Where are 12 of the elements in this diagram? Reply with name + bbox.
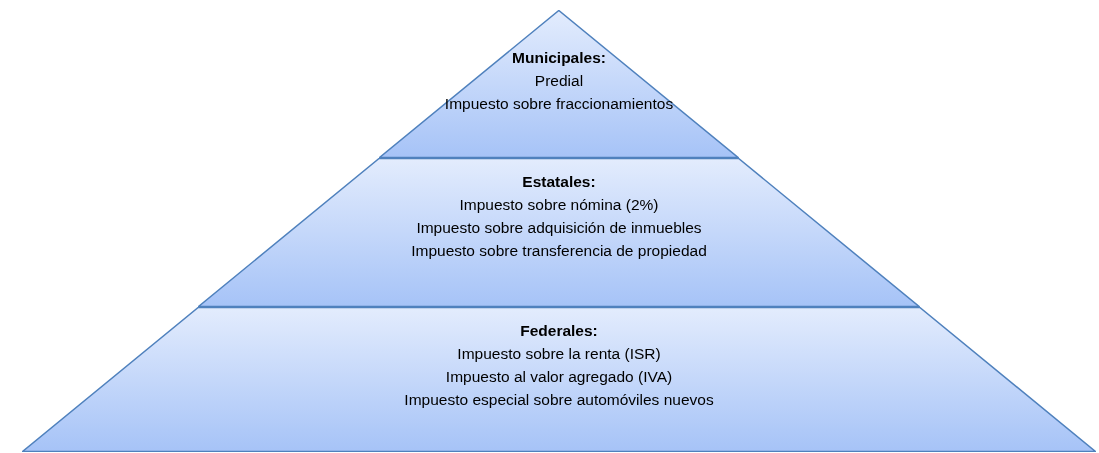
tax-item: Impuesto al valor agregado (IVA) [445,367,673,387]
tax-item: Impuesto sobre fraccionamientos [444,94,674,114]
tax-item: Impuesto sobre nómina (2%) [459,195,659,215]
tax-item: Predial [534,71,584,91]
tier-heading: Federales: [520,321,598,341]
tax-item: Impuesto sobre transferencia de propiedad [411,241,707,261]
tax-item: Impuesto sobre adquisición de inmuebles [416,218,702,238]
pyramid-tier [22,307,1096,452]
tax-item: Impuesto especial sobre automóviles nuevos [404,390,714,410]
tier-heading: Estatales: [522,172,596,192]
tax-item: Impuesto sobre la renta (ISR) [457,344,661,364]
tier-heading: Municipales: [512,48,606,68]
